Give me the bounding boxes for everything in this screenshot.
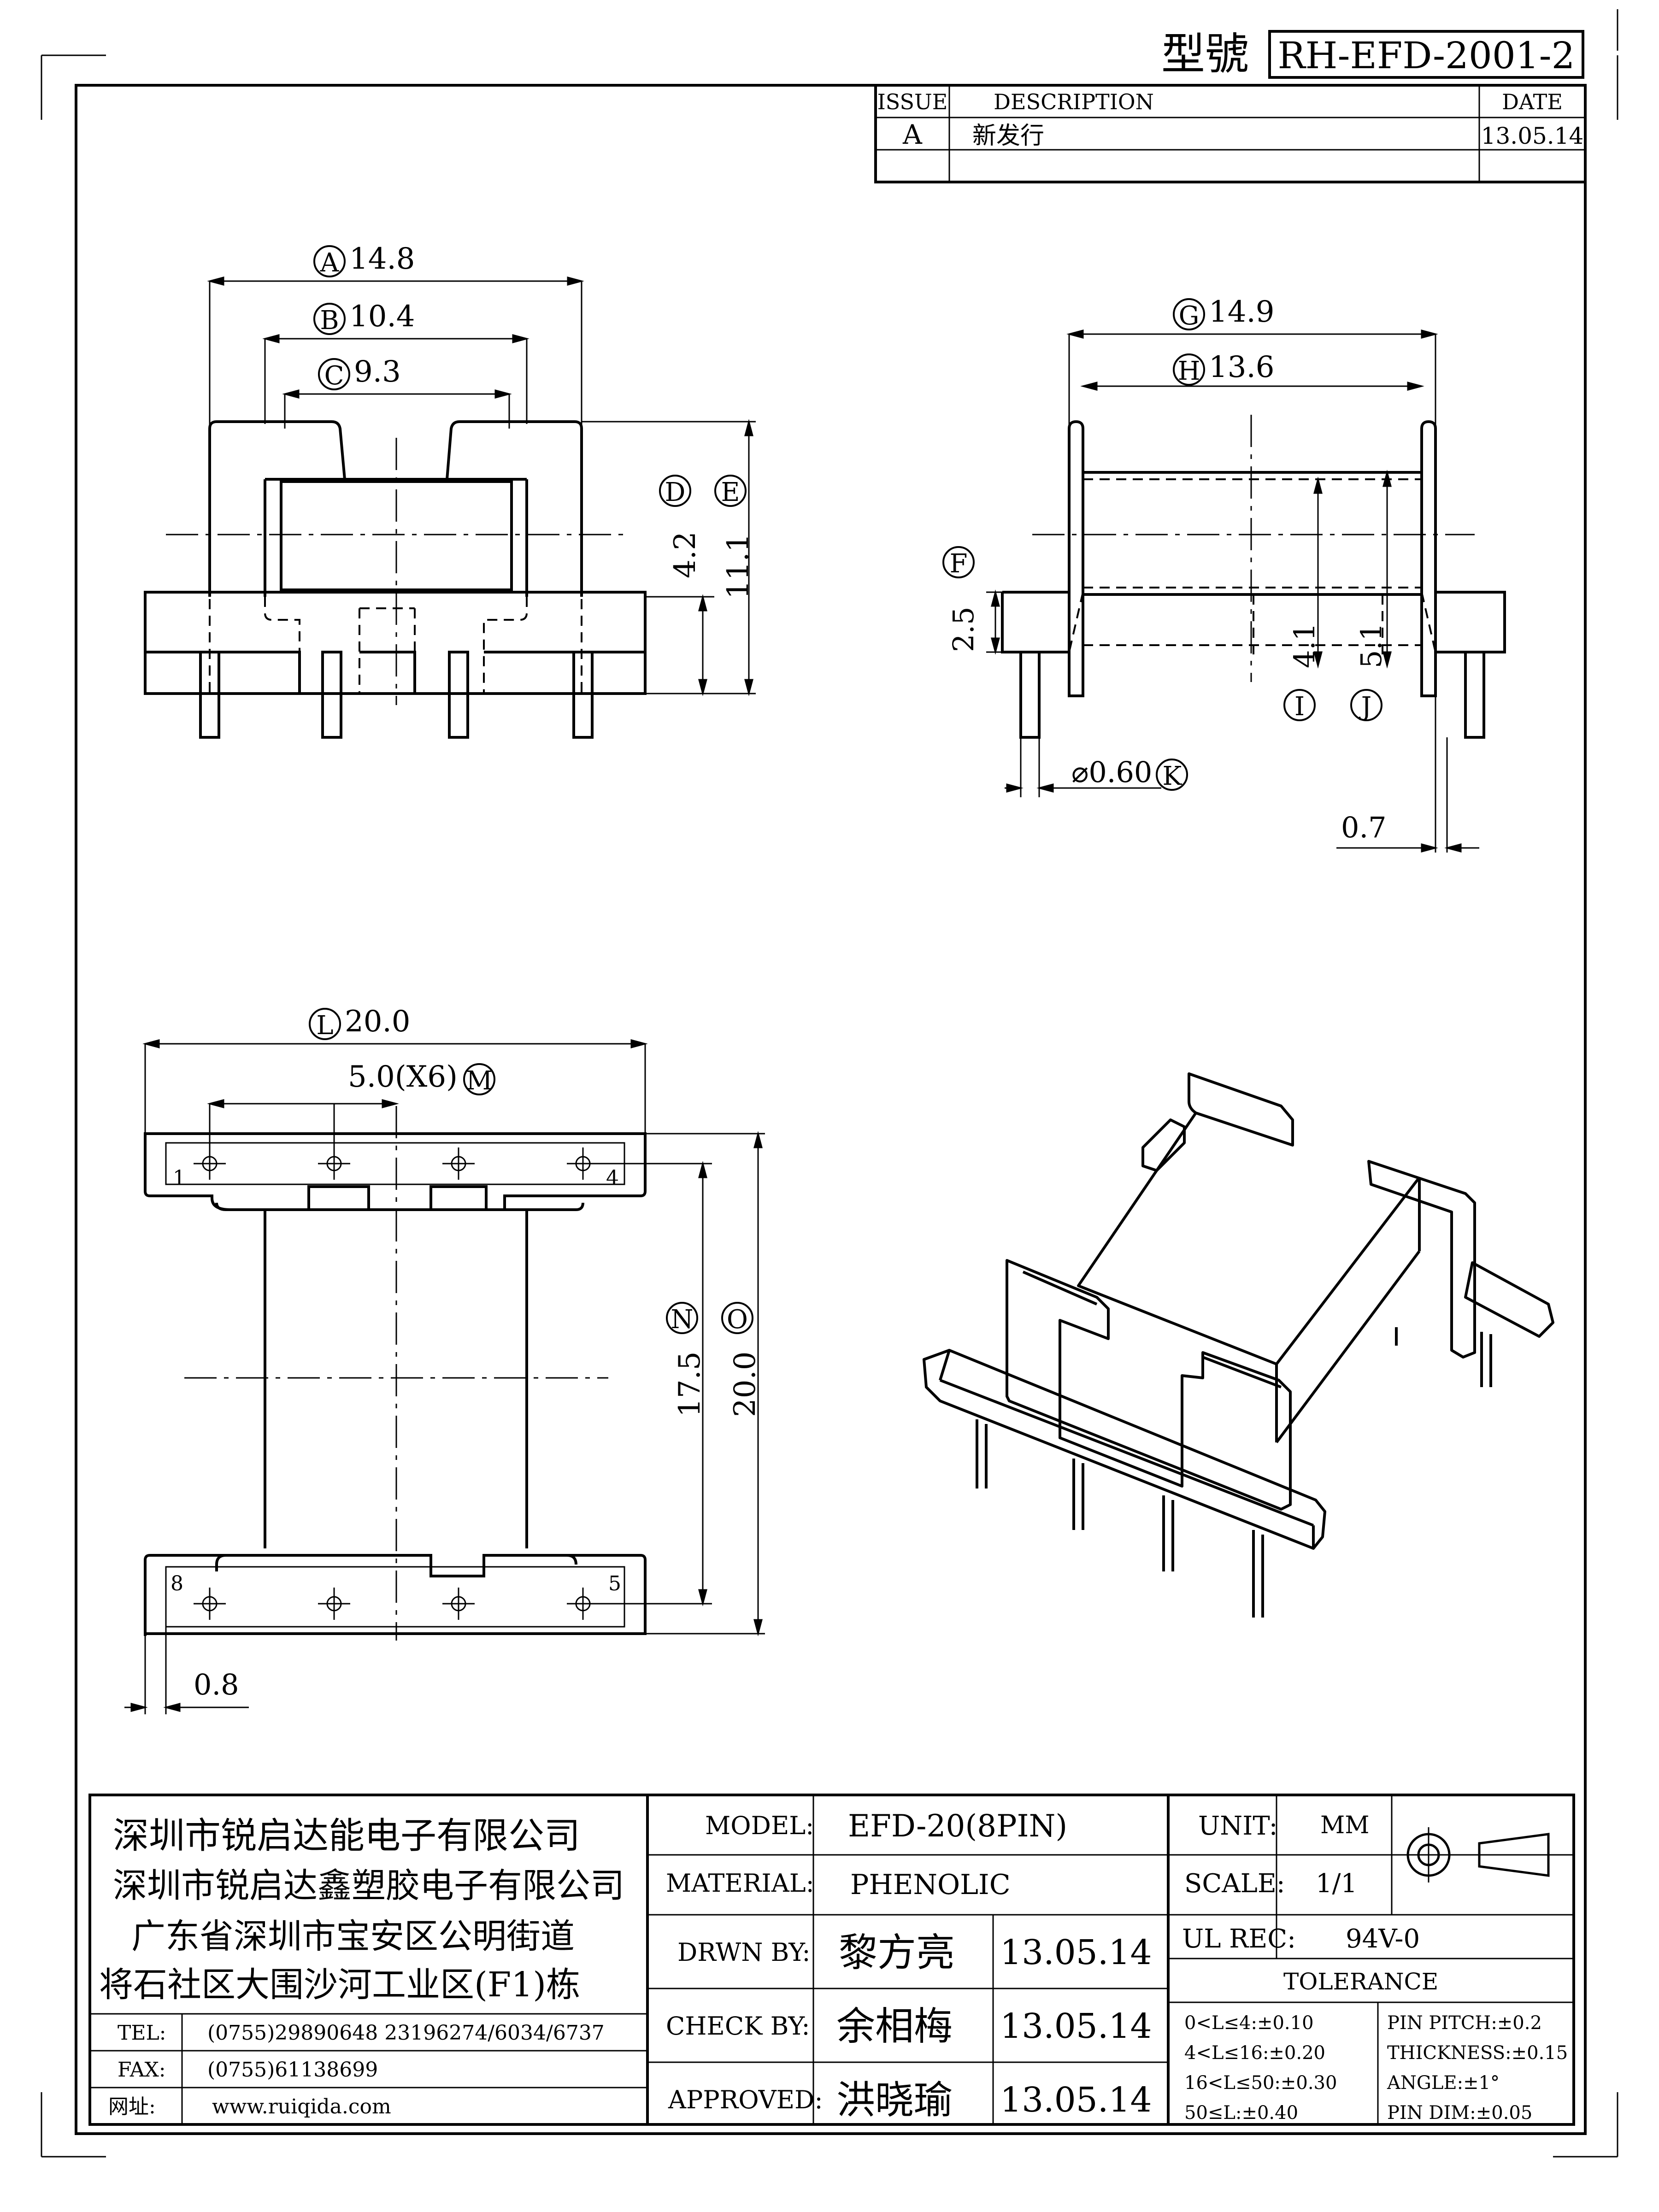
dim-J-letter: J xyxy=(1350,689,1386,722)
drawn-date: 13.05.14 xyxy=(1000,1933,1152,1972)
title-block xyxy=(88,1794,1575,2126)
pin-label-1: 1 xyxy=(173,1166,186,1190)
tol-1: 4<L≤16:±0.20 xyxy=(1184,2042,1325,2064)
pin-label-5: 5 xyxy=(608,1572,621,1595)
approved-name: 洪晓瑜 xyxy=(836,2077,953,2123)
check-name: 余相梅 xyxy=(836,2004,953,2049)
drawn-name: 黎方亮 xyxy=(839,1930,955,1975)
dim-F-value: 2.5 xyxy=(947,606,980,652)
dim-side-0-7: 0.7 xyxy=(1341,811,1387,844)
web-label: 网址: xyxy=(108,2095,156,2118)
tolerance-title: TOLERANCE xyxy=(1283,1968,1439,1995)
drawn-label: DRWN BY: xyxy=(677,1938,811,1967)
dim-M: 5.0(X6)M xyxy=(348,1062,499,1096)
fax-value: (0755)61138699 xyxy=(207,2058,378,2082)
tol-3: 50≤L:±0.40 xyxy=(1184,2102,1299,2124)
scale-value: 1/1 xyxy=(1316,1869,1358,1899)
model-number: RH-EFD-2001-2 xyxy=(1277,34,1575,77)
tel-value: (0755)29890648 23196274/6034/6737 xyxy=(207,2021,605,2045)
dim-bottom-0-8: 0.8 xyxy=(194,1668,239,1701)
bottom-view xyxy=(124,1039,765,1714)
company-line-1: 深圳市锐启达能电子有限公司 xyxy=(113,1815,581,1857)
rev-col-description: DESCRIPTION xyxy=(994,89,1154,114)
dim-D-letter: D xyxy=(659,475,695,507)
header-model: 型號 RH-EFD-2001-2 xyxy=(1161,29,1584,80)
dim-O-letter: O xyxy=(721,1302,757,1335)
front-view xyxy=(144,276,756,739)
model-label: 型號 xyxy=(1161,29,1249,80)
web-value: www.ruiqida.com xyxy=(212,2095,391,2118)
dim-E-letter: E xyxy=(714,475,750,507)
rev-issue: A xyxy=(902,119,923,150)
rev-col-issue: ISSUE xyxy=(877,89,948,114)
material-value: PHENOLIC xyxy=(850,1869,1011,1901)
dim-O-value: 20.0 xyxy=(728,1351,762,1418)
dim-E-value: 11.1 xyxy=(721,533,755,600)
model-field-label: MODEL: xyxy=(705,1811,814,1840)
tol-right-1: THICKNESS:±0.15 xyxy=(1387,2042,1568,2064)
dim-I-value: 4.1 xyxy=(1288,623,1321,668)
projection-symbol-icon xyxy=(1401,1827,1560,1883)
ul-label: UL REC: xyxy=(1182,1924,1296,1954)
unit-value: MM xyxy=(1320,1812,1370,1839)
dim-F-letter: F xyxy=(942,546,978,579)
isometric-view xyxy=(923,1072,1554,1618)
side-view xyxy=(986,329,1506,853)
dim-D-value: 4.2 xyxy=(668,531,702,578)
tol-right-0: PIN PITCH:±0.2 xyxy=(1387,2012,1542,2034)
tel-label: TEL: xyxy=(118,2021,166,2045)
material-label: MATERIAL: xyxy=(666,1869,814,1898)
check-date: 13.05.14 xyxy=(1000,2006,1152,2046)
tol-right-3: PIN DIM:±0.05 xyxy=(1387,2102,1533,2124)
tol-0: 0<L≤4:±0.10 xyxy=(1184,2012,1314,2034)
tol-right-2: ANGLE:±1° xyxy=(1387,2072,1500,2094)
approved-label: APPROVED: xyxy=(668,2085,823,2114)
company-line-2: 深圳市锐启达鑫塑胶电子有限公司 xyxy=(113,1866,624,1906)
check-label: CHECK BY: xyxy=(666,2012,810,2041)
approved-date: 13.05.14 xyxy=(1000,2080,1152,2120)
dim-J-value: 5.1 xyxy=(1354,623,1388,668)
unit-label: UNIT: xyxy=(1198,1811,1278,1841)
dim-I-letter: I xyxy=(1283,689,1319,722)
fax-label: FAX: xyxy=(118,2058,166,2082)
scale-label: SCALE: xyxy=(1184,1869,1285,1899)
rev-description: 新发行 xyxy=(972,122,1044,150)
tol-2: 16<L≤50:±0.30 xyxy=(1184,2072,1337,2094)
revision-table: ISSUE DESCRIPTION DATE A 新发行 13.05.14 xyxy=(874,84,1587,183)
ul-value: 94V-0 xyxy=(1346,1924,1420,1954)
dim-N-letter: N xyxy=(666,1302,702,1335)
drawing-border xyxy=(75,84,1587,2135)
pin-label-8: 8 xyxy=(171,1572,183,1595)
pin-label-4: 4 xyxy=(606,1166,619,1190)
rev-date: 13.05.14 xyxy=(1481,123,1584,149)
crop-marks xyxy=(41,9,1618,2158)
model-field-value: EFD-20(8PIN) xyxy=(848,1808,1068,1844)
dim-N-value: 17.5 xyxy=(673,1351,707,1418)
company-line-3: 广东省深圳市宝安区公明街道 xyxy=(131,1917,575,1956)
rev-col-date: DATE xyxy=(1502,89,1563,114)
company-line-4: 将石社区大围沙河工业区(F1)栋 xyxy=(99,1965,581,2005)
